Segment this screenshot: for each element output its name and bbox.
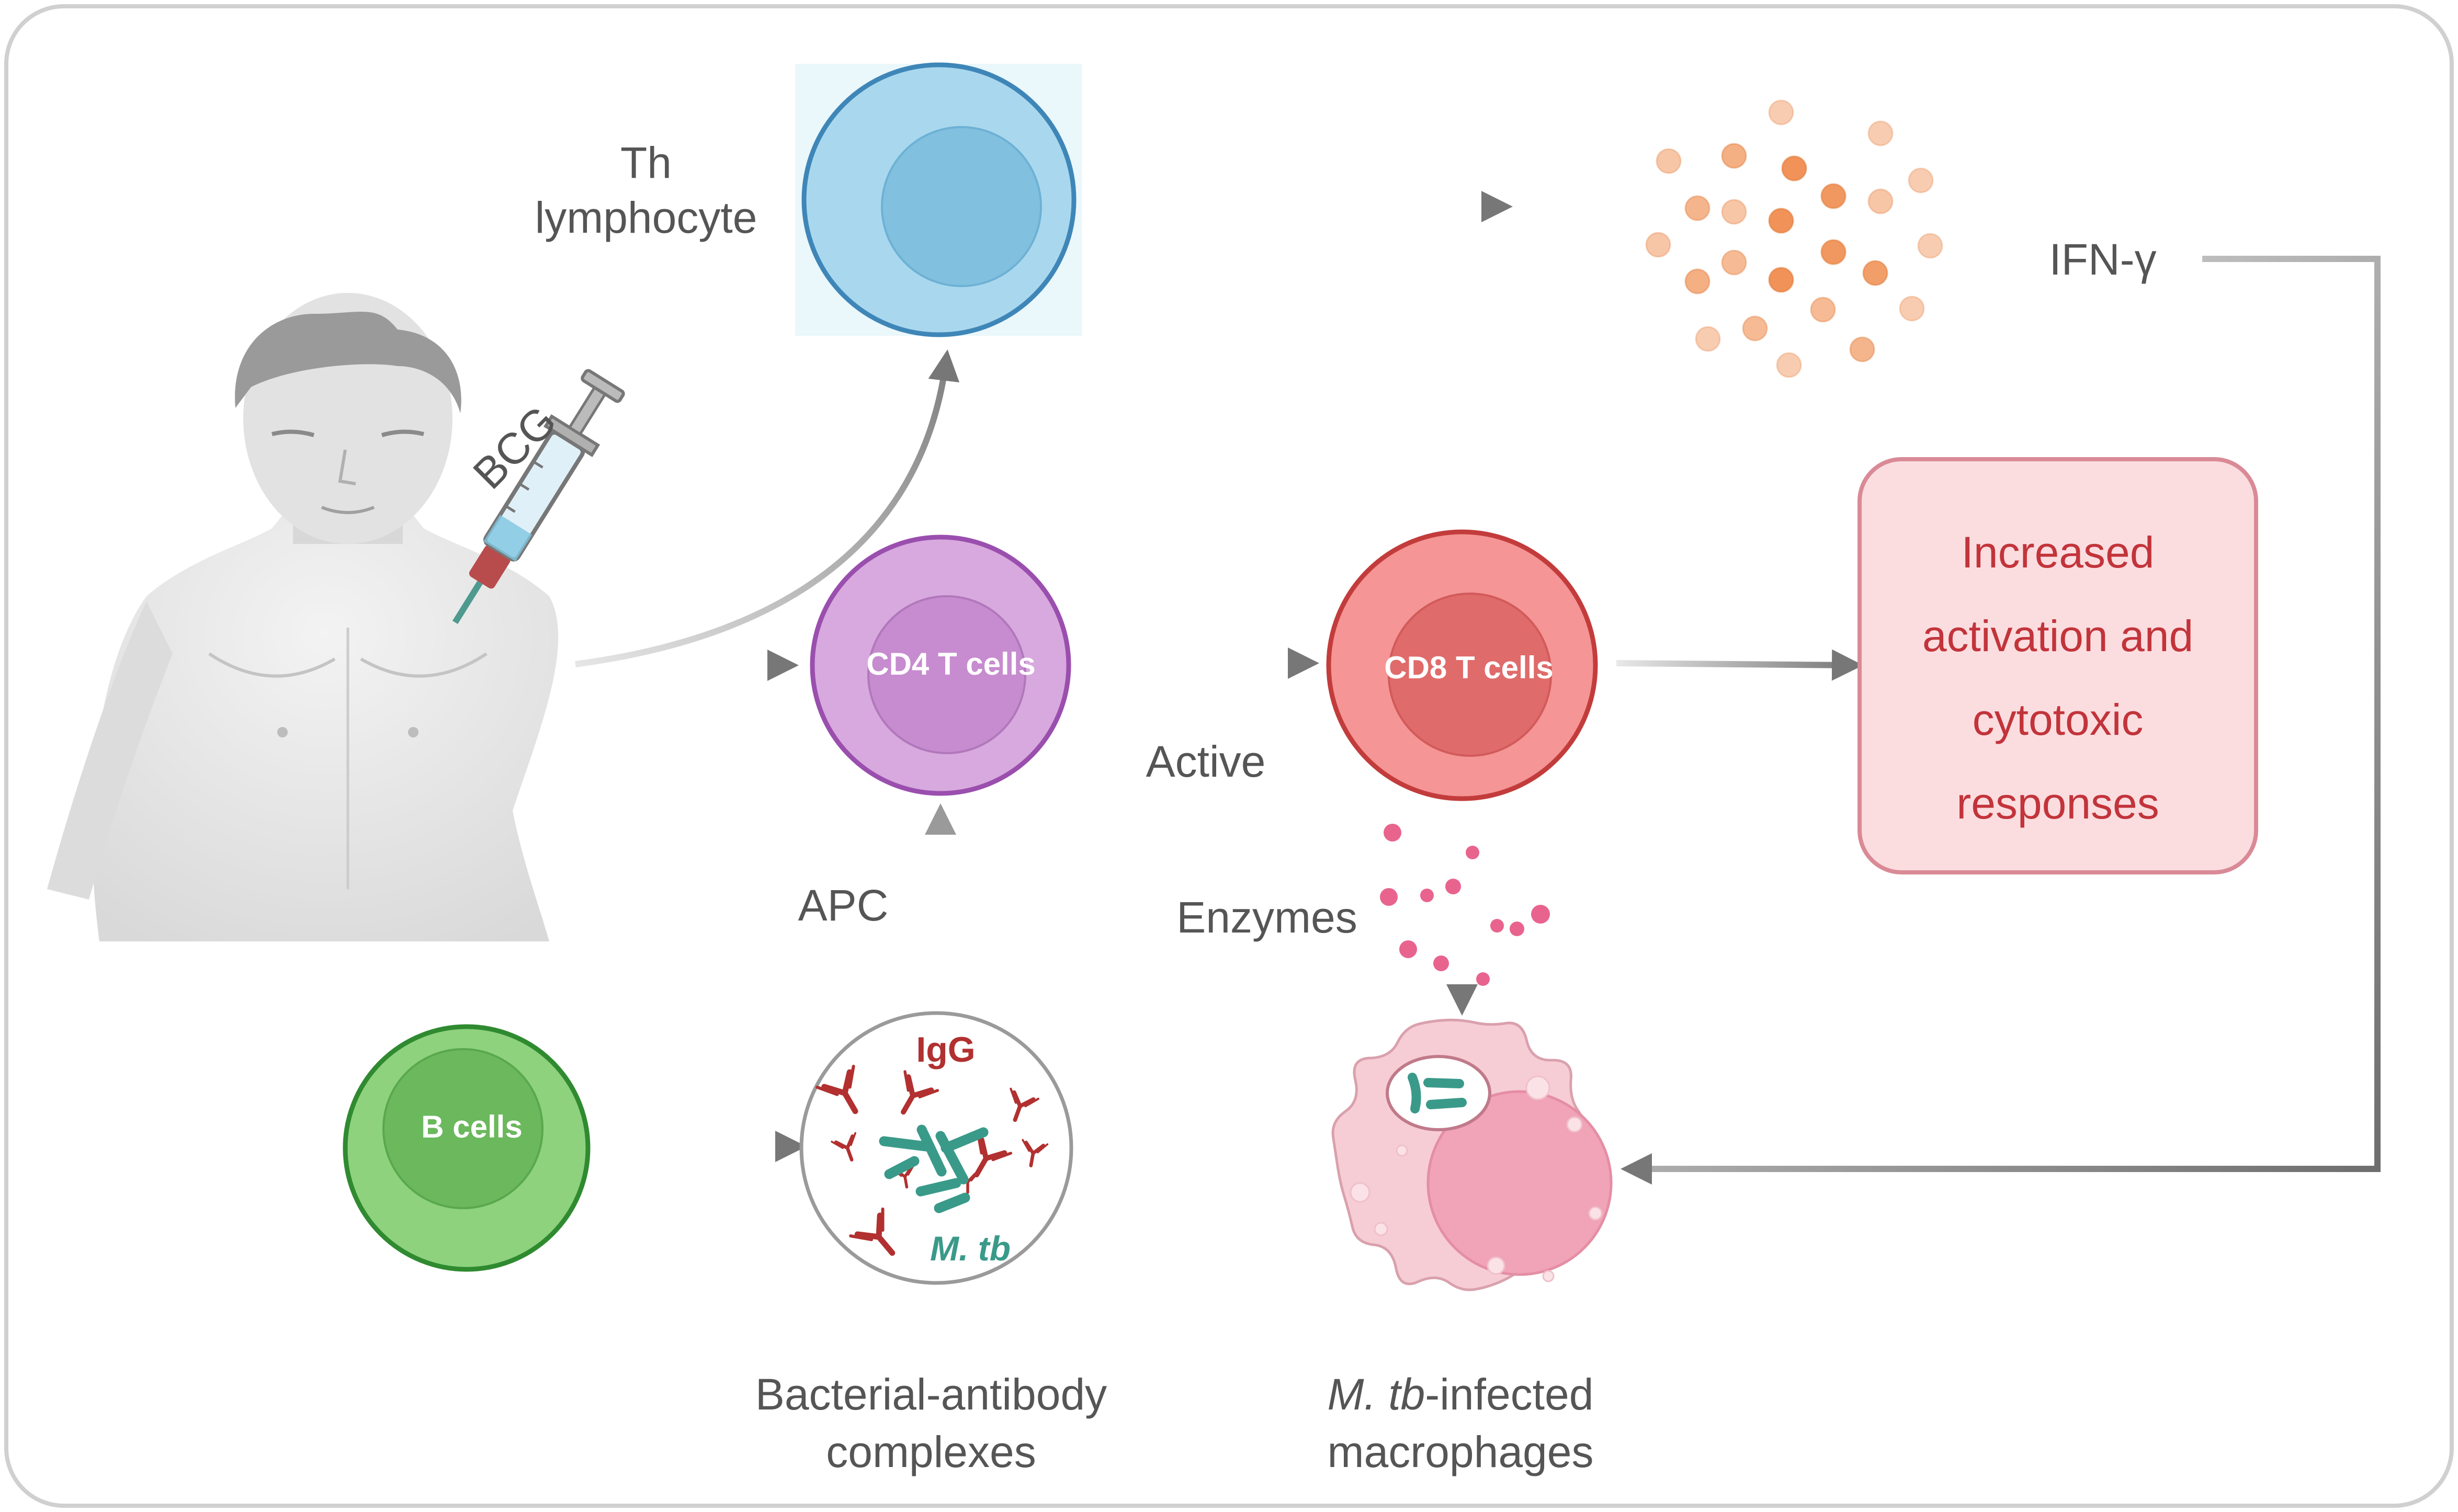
cd4-label: CD4 T cells bbox=[866, 646, 1035, 681]
macrophage-label-italic: M. tb bbox=[1328, 1370, 1425, 1419]
human-figure bbox=[47, 293, 559, 941]
th-label-line2: lymphocyte bbox=[535, 193, 757, 242]
cd8-t-cell bbox=[1326, 529, 1598, 801]
ifn-particle bbox=[1684, 195, 1711, 221]
ifn-particle bbox=[1849, 336, 1875, 362]
ifn-particle bbox=[1656, 148, 1682, 174]
th-label-line1: Th bbox=[620, 138, 672, 187]
antibody-icon bbox=[1010, 1087, 1040, 1122]
complex-label-line1: Bacterial-antibody bbox=[755, 1370, 1107, 1419]
bacterium-icon bbox=[916, 1124, 947, 1177]
igg-label: IgG bbox=[916, 1030, 975, 1070]
arrow-cd8-to-response bbox=[1616, 649, 1863, 681]
response-line-3: cytotoxic bbox=[1973, 695, 2144, 744]
apc-label: APC bbox=[798, 881, 889, 930]
enzyme-particle bbox=[1399, 940, 1417, 958]
enzyme-particle bbox=[1476, 972, 1490, 986]
enzyme-particle bbox=[1420, 889, 1434, 902]
ifn-gamma-label: IFN-γ bbox=[2049, 235, 2156, 284]
ifn-particle bbox=[1862, 260, 1888, 286]
ifn-particle bbox=[1781, 155, 1807, 181]
bacterium-icon bbox=[884, 1156, 920, 1179]
bacterium-icon bbox=[915, 1178, 961, 1197]
response-line-4: responses bbox=[1956, 779, 2159, 828]
ifn-particle bbox=[1776, 352, 1802, 378]
ifn-particle bbox=[1768, 267, 1794, 293]
cd4-t-cell bbox=[810, 535, 1071, 796]
ifn-particle bbox=[1768, 208, 1794, 234]
antibody-icon bbox=[901, 1070, 939, 1115]
response-text: Increased activation and cytotoxic respo… bbox=[1922, 528, 2193, 828]
bacterium-icon bbox=[941, 1127, 989, 1153]
active-label: Active bbox=[1146, 737, 1266, 786]
ifn-particle bbox=[1810, 297, 1836, 323]
ifn-particle bbox=[1867, 188, 1894, 214]
ifn-particle bbox=[1684, 268, 1711, 294]
ifn-particle bbox=[1721, 199, 1747, 225]
ifn-particle bbox=[1645, 232, 1671, 258]
ifn-particle bbox=[1917, 233, 1943, 259]
response-line-2: activation and bbox=[1922, 611, 2193, 661]
phagosome-bacteria bbox=[1408, 1073, 1467, 1113]
bacterium-icon bbox=[934, 1192, 970, 1213]
ifn-particle bbox=[1820, 183, 1847, 209]
antibody-icon bbox=[849, 1207, 896, 1256]
arrows bbox=[575, 191, 2381, 1185]
complex-circle bbox=[799, 1011, 1073, 1285]
arrow-ifn-to-macrophage bbox=[1621, 256, 2381, 1185]
enzyme-particle bbox=[1384, 824, 1401, 842]
ifn-particle bbox=[1742, 315, 1768, 342]
ifn-particle bbox=[1867, 120, 1894, 146]
enzyme-particle bbox=[1466, 846, 1479, 859]
antibody-icon bbox=[831, 1132, 856, 1162]
response-box bbox=[1857, 457, 2258, 874]
syringe-icon bbox=[452, 369, 625, 624]
ifn-particle bbox=[1721, 249, 1747, 276]
mtb-bacteria bbox=[879, 1124, 989, 1213]
enzyme-particle bbox=[1531, 905, 1550, 924]
macrophage-label-line2: macrophages bbox=[1328, 1427, 1594, 1476]
ifn-particle bbox=[1908, 167, 1934, 194]
outer-frame bbox=[4, 4, 2454, 1508]
macrophage-cell bbox=[1331, 1018, 1613, 1291]
antibody-icon bbox=[1022, 1139, 1049, 1167]
enzyme-particle bbox=[1490, 919, 1504, 933]
bacterium-icon bbox=[879, 1136, 931, 1152]
b-cell bbox=[343, 1024, 591, 1272]
ifn-particle bbox=[1695, 326, 1721, 352]
arrow-human-to-th bbox=[575, 349, 960, 667]
complex-label-line2: complexes bbox=[826, 1427, 1036, 1476]
enzyme-particle bbox=[1510, 922, 1524, 936]
cd8-label: CD8 T cells bbox=[1384, 650, 1553, 685]
macrophage-label-line1: M. tb-infected bbox=[1328, 1370, 1594, 1419]
b-cells-label: B cells bbox=[421, 1109, 522, 1144]
enzyme-particle bbox=[1445, 879, 1461, 894]
ifn-particle bbox=[1768, 99, 1794, 126]
ifn-gamma-particles bbox=[1645, 99, 1943, 378]
enzymes-label: Enzymes bbox=[1176, 893, 1357, 942]
response-line-1: Increased bbox=[1962, 528, 2155, 577]
th-lymphocyte-cell bbox=[801, 62, 1077, 337]
enzyme-particle bbox=[1433, 956, 1449, 971]
ifn-particle bbox=[1899, 295, 1925, 322]
macrophage-label-rest: -infected bbox=[1425, 1370, 1593, 1419]
antibody-icon bbox=[815, 1064, 858, 1115]
mtb-label: M. tb bbox=[930, 1229, 1011, 1268]
ifn-particle bbox=[1721, 143, 1747, 169]
enzyme-particle bbox=[1380, 888, 1398, 906]
enzyme-particles bbox=[1380, 824, 1550, 986]
ifn-particle bbox=[1820, 239, 1847, 265]
